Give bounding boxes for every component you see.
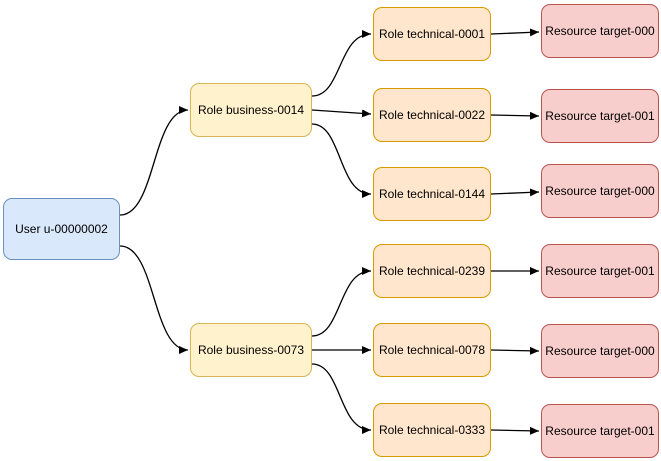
edge-user-to-business-0014 bbox=[119, 106, 189, 216]
node-resource: Resource target-000 bbox=[541, 4, 659, 58]
node-resource: Resource target-001 bbox=[541, 89, 659, 143]
node-technical-role: Role technical-0001 bbox=[373, 7, 491, 61]
edge-business-0014-to-technical-0144 bbox=[311, 123, 372, 198]
edge-technical-0144-to-resource bbox=[490, 188, 540, 197]
edge-business-0073-to-technical-0333 bbox=[311, 363, 372, 434]
edge-technical-0078-to-resource bbox=[490, 346, 540, 355]
edge-business-0014-to-technical-0001 bbox=[311, 30, 372, 97]
node-resource: Resource target-000 bbox=[541, 164, 659, 218]
node-resource: Resource target-001 bbox=[541, 244, 659, 298]
edge-technical-0022-to-resource bbox=[490, 111, 540, 120]
edge-user-to-business-0073 bbox=[119, 245, 189, 354]
edge-technical-0333-to-resource bbox=[490, 426, 540, 435]
node-resource: Resource target-000 bbox=[541, 324, 659, 378]
node-technical-role: Role technical-0144 bbox=[373, 167, 491, 221]
node-technical-role: Role technical-0078 bbox=[373, 323, 491, 377]
node-technical-role: Role technical-0333 bbox=[373, 403, 491, 457]
node-technical-role: Role technical-0239 bbox=[373, 244, 491, 298]
edge-business-0073-to-technical-0239 bbox=[311, 267, 372, 337]
node-user: User u-00000002 bbox=[3, 198, 120, 260]
node-technical-role: Role technical-0022 bbox=[373, 88, 491, 142]
node-resource: Resource target-001 bbox=[541, 404, 659, 458]
edge-business-0014-to-technical-0022 bbox=[311, 109, 372, 118]
node-business-role: Role business-0014 bbox=[190, 83, 312, 137]
node-business-role: Role business-0073 bbox=[190, 323, 312, 377]
edge-technical-0001-to-resource bbox=[490, 28, 540, 37]
